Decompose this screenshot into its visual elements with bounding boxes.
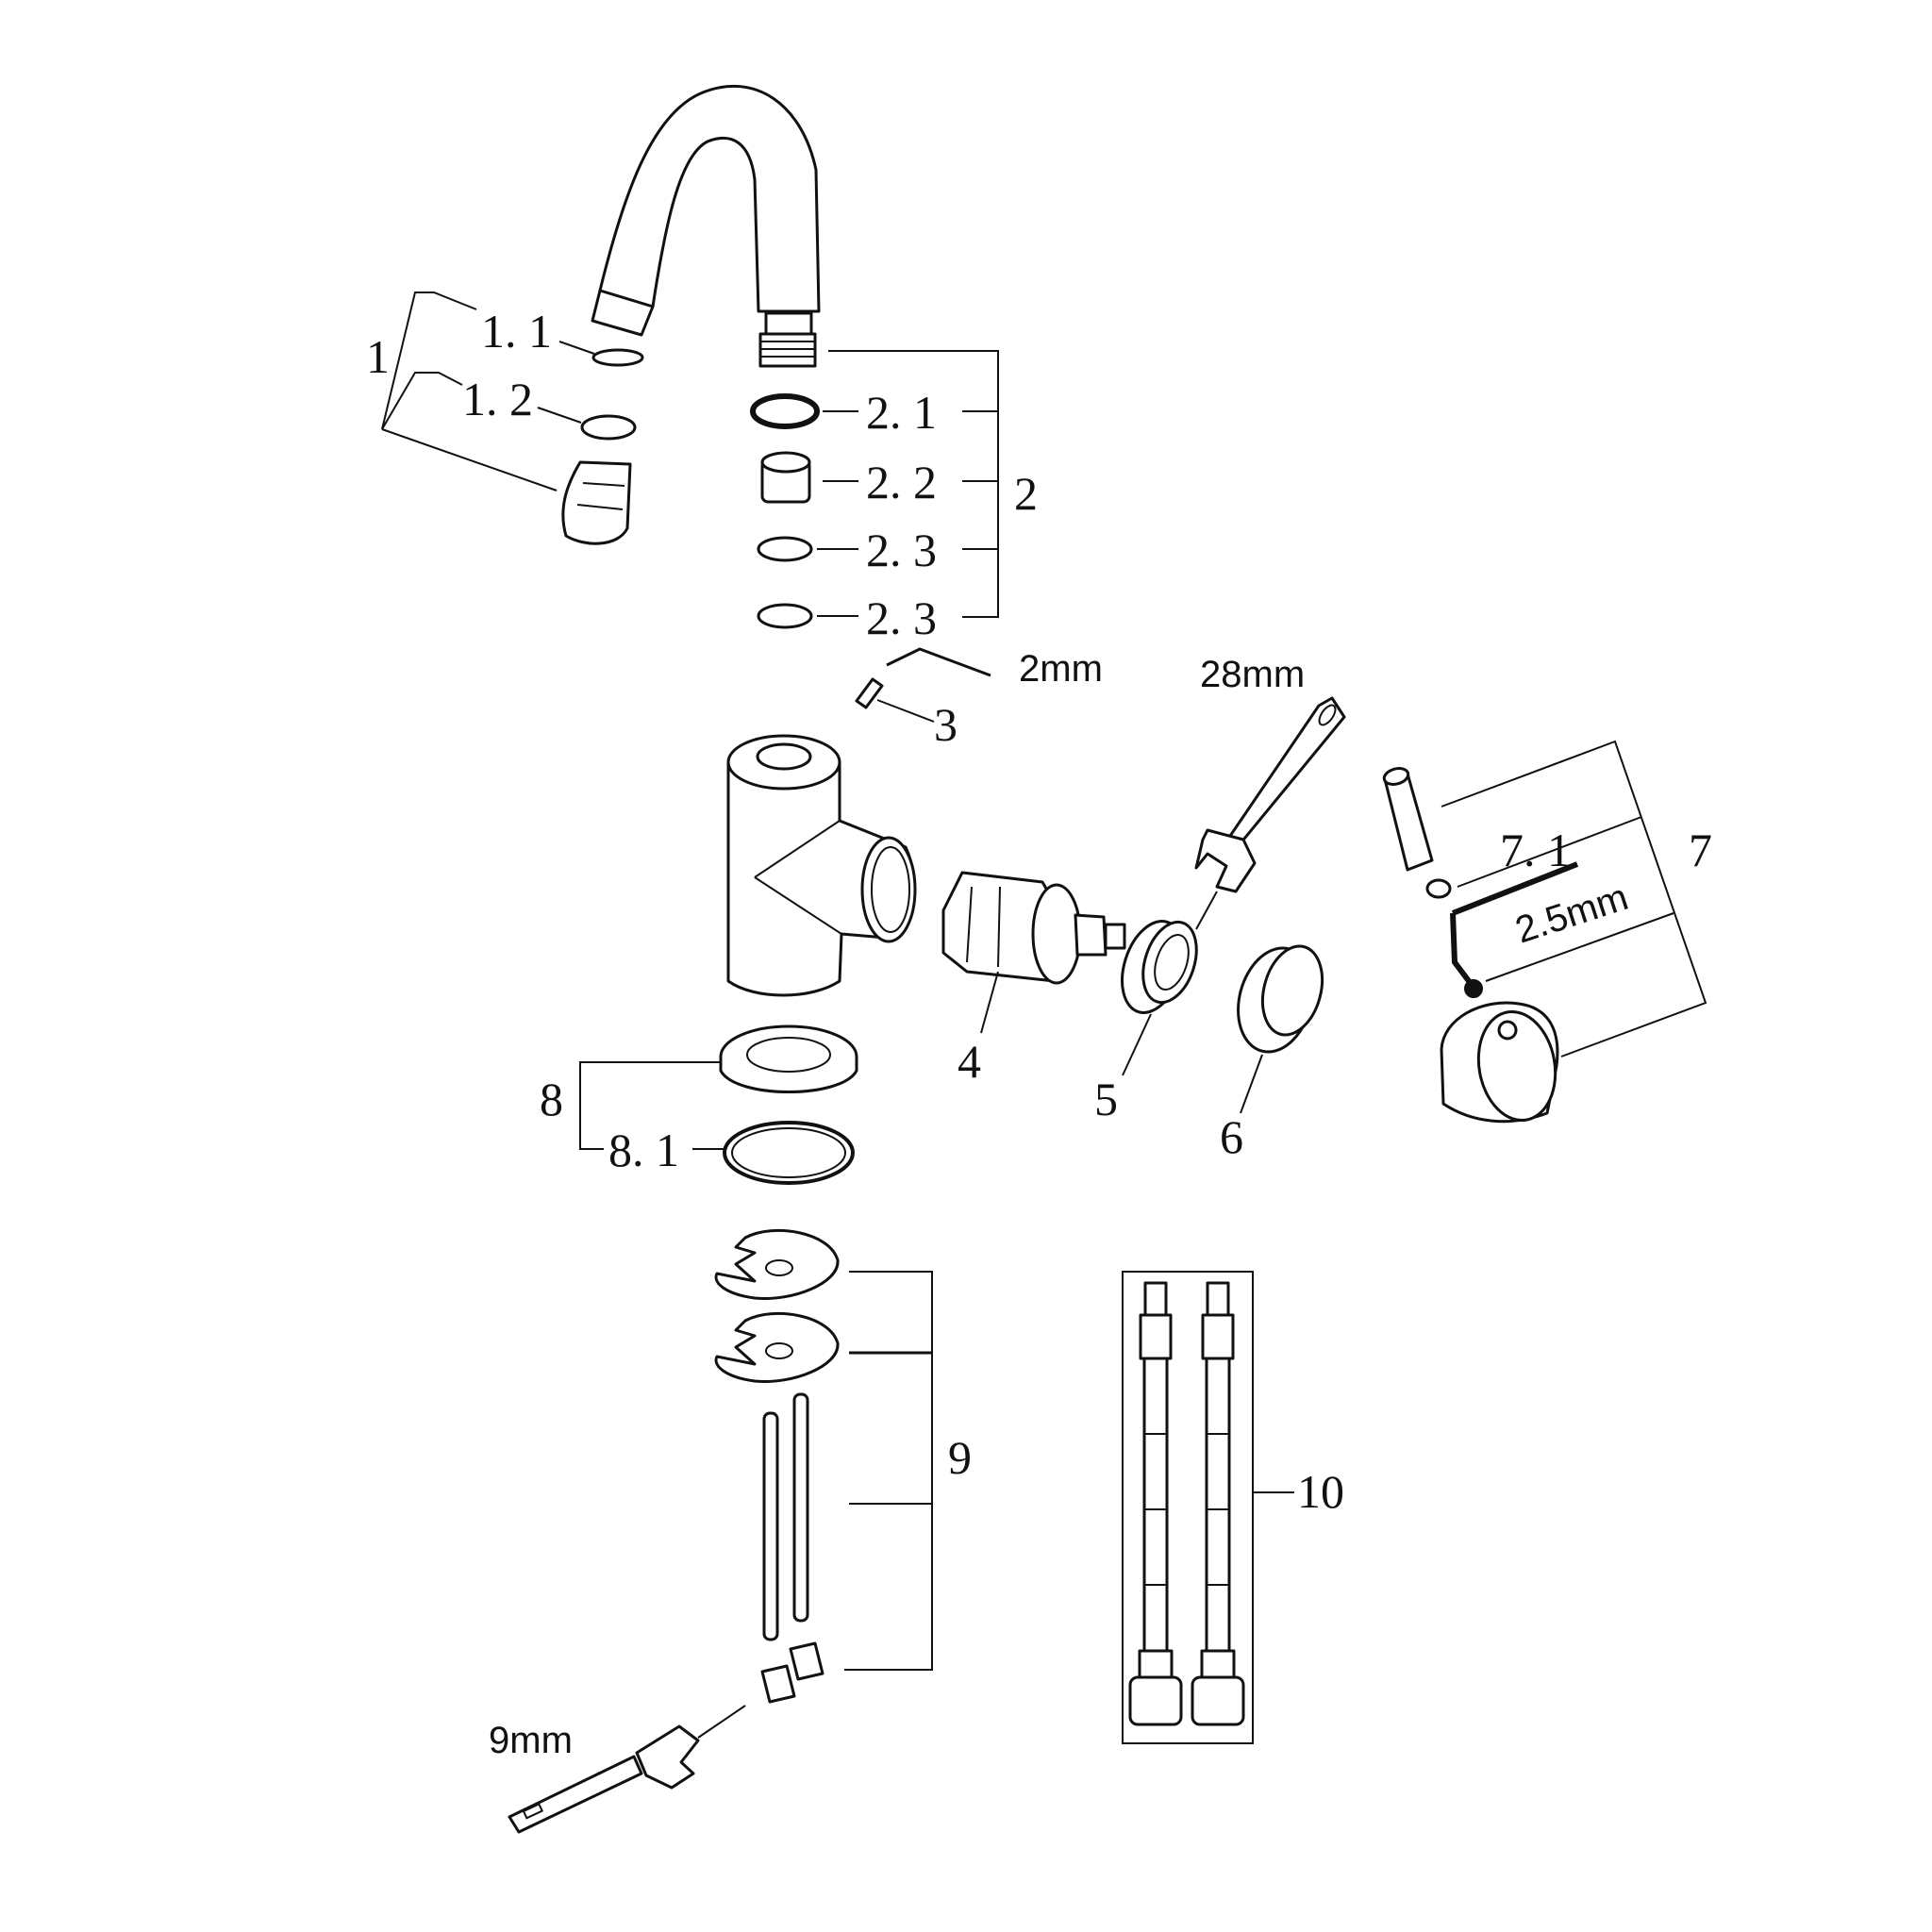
label-9: 9 <box>948 1431 972 1484</box>
nut-left <box>760 1664 796 1704</box>
seal-8-1 <box>723 1121 855 1185</box>
label-5: 5 <box>1094 1073 1118 1125</box>
wrench-9mm <box>508 1705 746 1834</box>
label-6: 6 <box>1220 1110 1243 1163</box>
label-7-1: 7. 1 <box>1500 824 1571 876</box>
threaded-rod-right <box>792 1392 809 1623</box>
label-3: 3 <box>934 698 958 751</box>
aerator-ring-1-2 <box>580 414 637 441</box>
base-plate-set <box>579 1024 858 1185</box>
label-4: 4 <box>958 1035 981 1088</box>
flex-hoses <box>1122 1271 1294 1744</box>
cartridge-nut <box>1121 920 1198 1076</box>
threaded-rod-left <box>762 1411 779 1641</box>
label-2-2: 2. 2 <box>866 456 937 508</box>
wrench-28mm <box>1194 696 1346 930</box>
label-7: 7 <box>1689 824 1712 876</box>
label-2: 2 <box>1014 467 1038 520</box>
tool-label-2mm: 2mm <box>1019 648 1103 690</box>
nut-right <box>789 1641 824 1681</box>
hose-box <box>1122 1271 1254 1744</box>
clamp-plate-bottom <box>714 1311 840 1384</box>
label-1: 1 <box>366 330 390 383</box>
handle-lever <box>1383 772 1434 872</box>
label-8: 8 <box>540 1073 563 1125</box>
handle-screw <box>1464 979 1483 998</box>
spout-seal-set <box>750 350 999 629</box>
label-1-1: 1. 1 <box>481 305 552 358</box>
label-2-3-top: 2. 3 <box>866 524 937 576</box>
grub-screw <box>855 647 991 723</box>
label-2-1: 2. 1 <box>866 386 937 439</box>
clamp-plate-top <box>714 1228 840 1301</box>
tool-label-9mm: 9mm <box>489 1720 573 1761</box>
aerator-washer-1-1 <box>591 348 644 367</box>
cover-sleeve <box>1237 944 1324 1114</box>
aerator-assembly <box>561 348 644 545</box>
mixer-body <box>726 734 917 997</box>
aerator-body <box>561 460 632 545</box>
label-10: 10 <box>1297 1465 1344 1518</box>
label-2-3-bottom: 2. 3 <box>866 591 937 644</box>
handle-set <box>1382 740 1707 1124</box>
o-ring-2-3-top <box>757 536 813 562</box>
tool-label-28mm: 28mm <box>1200 654 1305 695</box>
spout <box>591 84 821 368</box>
label-8-1: 8. 1 <box>608 1124 679 1176</box>
mounting-set <box>714 1228 933 1704</box>
hex-key-2-5mm <box>1450 912 1474 987</box>
hose-left <box>1128 1281 1183 1726</box>
aerator-leaders <box>381 291 595 491</box>
washer-7-1 <box>1425 878 1452 899</box>
o-ring-2-1 <box>750 393 820 429</box>
o-ring-2-3-bottom <box>757 603 813 629</box>
cartridge <box>941 871 1126 1034</box>
label-1-2: 1. 2 <box>462 373 533 425</box>
tool-label-2-5mm: 2.5mm <box>1510 876 1633 952</box>
hose-right <box>1191 1281 1245 1726</box>
